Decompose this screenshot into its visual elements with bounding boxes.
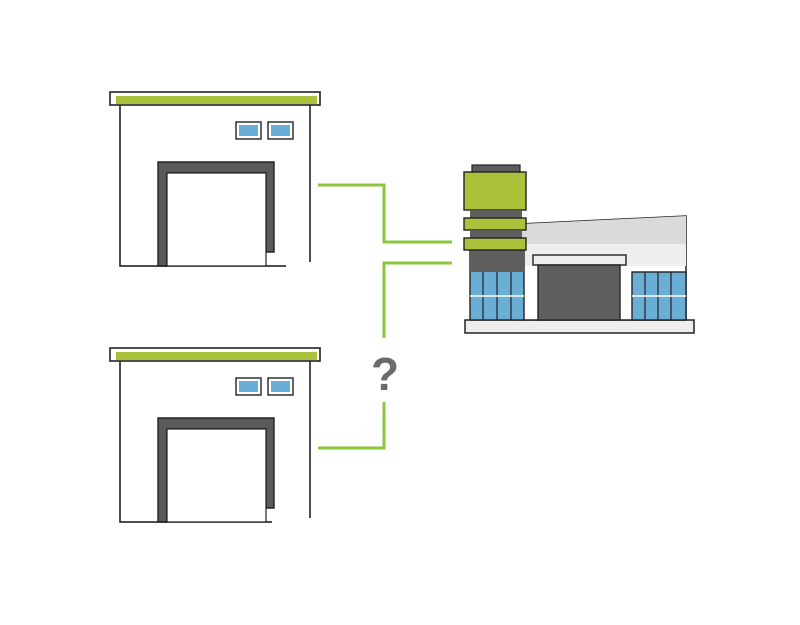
factory-base xyxy=(464,319,695,334)
factory-tower-band-3 xyxy=(463,237,527,251)
factory-tower-band-1 xyxy=(463,171,527,211)
connector-bottom-upper xyxy=(382,261,452,338)
factory-icon xyxy=(463,164,695,334)
connector-bottom-lower xyxy=(318,402,386,450)
factory-tower-band-2 xyxy=(463,217,527,231)
connector-top xyxy=(318,183,452,244)
warehouse-bottom-icon xyxy=(109,347,321,526)
question-mark: ? xyxy=(371,348,399,400)
warehouse-top-icon xyxy=(109,91,321,270)
factory-awning xyxy=(532,254,627,266)
factory-garage-door xyxy=(537,264,621,321)
